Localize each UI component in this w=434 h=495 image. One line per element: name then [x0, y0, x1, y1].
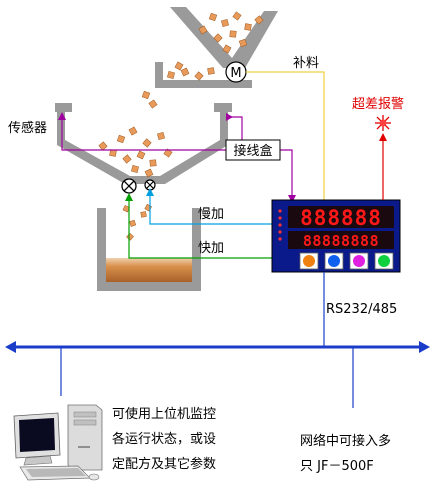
lower-display: 88888888 [303, 232, 379, 250]
fast-valve [121, 178, 137, 194]
motor: M [225, 61, 247, 83]
sensor-arrow [58, 112, 66, 120]
keypad [299, 252, 394, 270]
pc-note-line3: 定配方及其它参数 [112, 456, 216, 472]
bucket-body [97, 208, 201, 291]
bucket-material [106, 258, 192, 282]
network-note-line1: 网络中可接入多 [300, 433, 391, 449]
slow-feed-wire [149, 190, 272, 225]
alarm-lamp-icon [375, 115, 391, 131]
indicator-leds [278, 209, 282, 241]
alarm-arrow [379, 133, 387, 141]
refill-wire [246, 71, 325, 200]
weigh-material [98, 126, 173, 178]
weigh-hopper [55, 103, 232, 241]
pc-note-line2: 各运行状态，或设 [112, 431, 216, 447]
supply-hopper [170, 7, 278, 68]
sensor-label: 传感器 [8, 120, 47, 136]
junction-box: 接线盒 [225, 139, 281, 161]
upper-display: 888888 [300, 206, 382, 230]
motor-symbol: M [230, 66, 241, 81]
junction-to-controller-arrow [288, 195, 296, 203]
weigh-hopper-body [55, 103, 232, 184]
bus-label: RS232/485 [326, 302, 397, 317]
sensor-arrow-right [226, 113, 233, 121]
fast-feed-label: 快加 [198, 241, 224, 256]
falling-material [122, 203, 152, 241]
fast-feed-wire [128, 195, 272, 259]
pc-note-line1: 可使用上位机监控 [112, 406, 216, 422]
alarm-label: 超差报警 [352, 96, 404, 112]
supply-hopper-body [170, 7, 278, 68]
fast-feed-arrow [125, 193, 133, 201]
host-computer-icon [13, 404, 103, 481]
slow-feed-arrow [146, 188, 154, 196]
conveyor-trough [155, 62, 252, 88]
feed-conveyor: M [141, 61, 252, 109]
conveyor-material [141, 61, 215, 109]
weighing-controller: 888888 88888888 [271, 199, 401, 273]
receiving-bucket [97, 208, 201, 291]
junction-box-label: 接线盒 [233, 143, 272, 159]
supply-material [198, 11, 264, 54]
network-note-line2: 只 JF－500F [300, 459, 374, 474]
refill-label: 补料 [293, 56, 319, 71]
communication-bus [5, 341, 430, 353]
slow-feed-label: 慢加 [198, 206, 224, 222]
